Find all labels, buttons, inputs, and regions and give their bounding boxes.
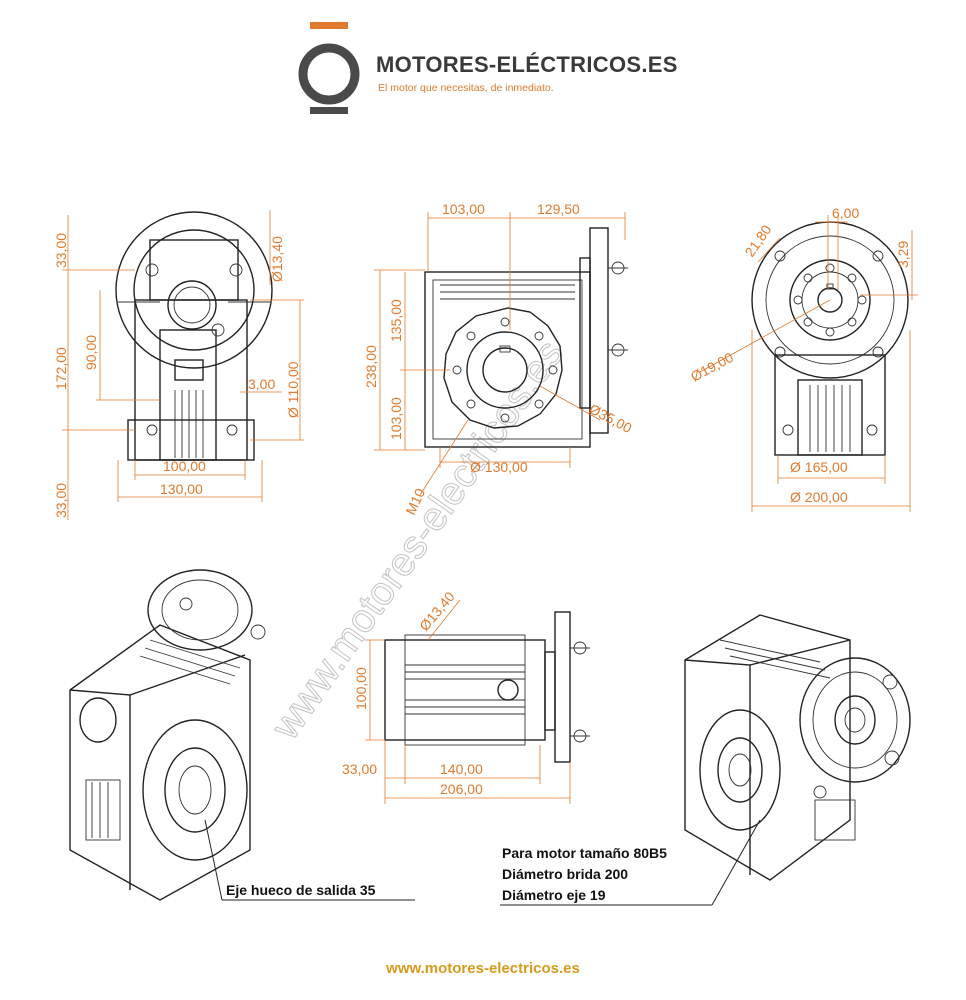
brand-title: MOTORES-ELÉCTRICOS.ES xyxy=(376,52,678,77)
left-dim-6: 3,00 xyxy=(248,376,275,392)
left-dim-7: 100,00 xyxy=(163,458,206,474)
output-leader-line xyxy=(204,819,223,901)
right-dim-3: 3,29 xyxy=(895,241,911,268)
left-dim-9: 33,00 xyxy=(53,483,69,518)
left-dim-5: Ø 110,00 xyxy=(285,361,301,418)
left-view xyxy=(62,210,304,520)
right-dim-4: Ø19,00 xyxy=(688,349,736,385)
output-shaft-note: Eje hueco de salida 35 xyxy=(226,882,376,898)
left-dim-2: Ø13,40 xyxy=(269,236,285,282)
top-dim-4: 140,00 xyxy=(440,761,483,777)
front-dim-3: 238,00 xyxy=(363,345,379,388)
motor-note-line1: Para motor tamaño 80B5 xyxy=(502,845,667,861)
top-dim-3: 33,00 xyxy=(342,761,377,777)
front-dim-2: 129,50 xyxy=(537,201,580,217)
right-dim-6: Ø 200,00 xyxy=(790,489,848,505)
left-dim-3: 172,00 xyxy=(53,347,69,390)
watermark-text: www.motores-electricos.es xyxy=(263,332,572,748)
iso-view-left xyxy=(69,569,266,901)
right-dim-1: 6,00 xyxy=(832,205,859,221)
left-dim-1: 33,00 xyxy=(53,233,69,268)
front-dim-1: 103,00 xyxy=(442,201,485,217)
top-view xyxy=(365,599,590,804)
front-dim-5: 103,00 xyxy=(388,397,404,440)
brand-tagline: El motor que necesitas, de inmediato. xyxy=(378,82,554,94)
right-dim-2: 21,80 xyxy=(741,222,774,260)
top-dim-2: 100,00 xyxy=(353,667,369,710)
o-logo-icon xyxy=(298,22,360,114)
top-dim-5: 206,00 xyxy=(440,781,483,797)
motor-note-line3: Diámetro eje 19 xyxy=(502,887,606,903)
iso-view-right xyxy=(684,614,911,881)
right-view xyxy=(699,215,918,512)
front-dim-7: Ø 130,00 xyxy=(470,459,528,475)
motor-note-line2: Diámetro brida 200 xyxy=(502,866,629,882)
front-dim-6: Ø35,00 xyxy=(587,401,635,437)
front-dim-4: 135,00 xyxy=(388,299,404,342)
front-view xyxy=(374,212,628,496)
top-dim-1: Ø13,40 xyxy=(416,588,458,634)
left-dim-4: 90,00 xyxy=(83,335,99,370)
right-dim-5: Ø 165,00 xyxy=(790,459,848,475)
motor-leader-line xyxy=(711,819,761,906)
footer-url-link[interactable]: www.motores-electricos.es xyxy=(386,960,580,977)
left-dim-8: 130,00 xyxy=(160,481,203,497)
